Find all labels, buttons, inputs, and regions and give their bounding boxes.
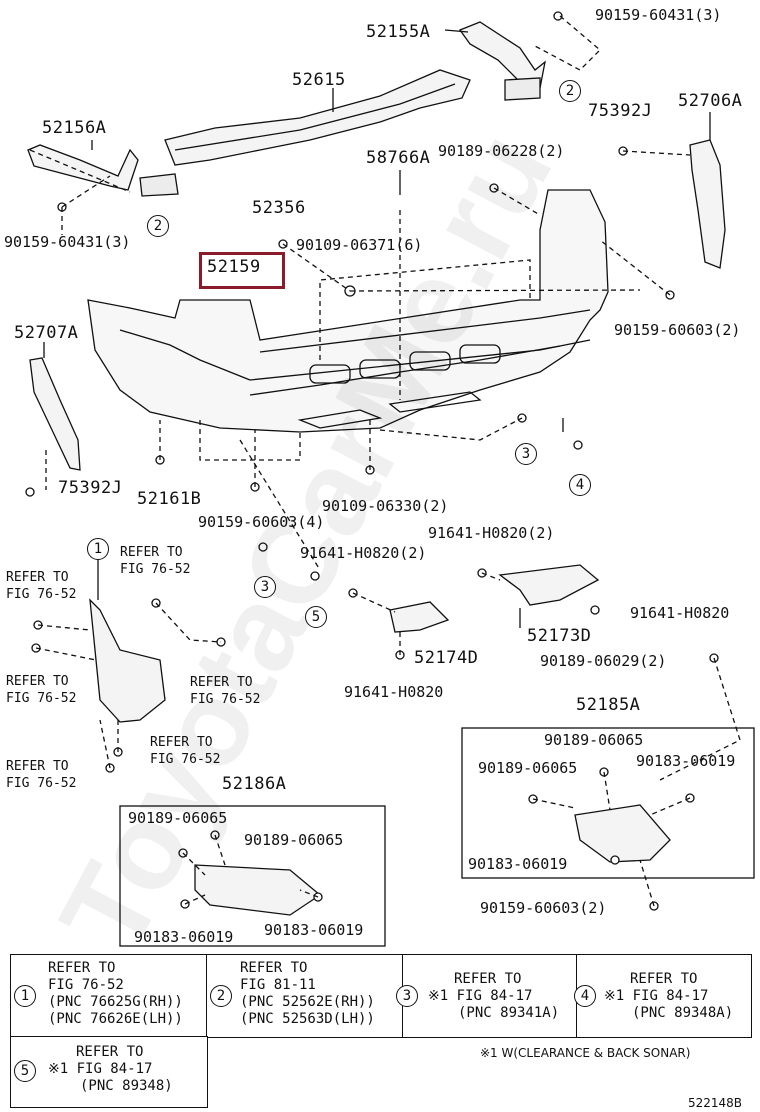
legend-number-1: 1 bbox=[14, 985, 36, 1007]
part-label-58766A[interactable]: 58766A bbox=[366, 148, 431, 168]
callout-circle-1[interactable]: 1 bbox=[87, 538, 109, 560]
figure-code: 522148B bbox=[688, 1096, 743, 1110]
legend-text-3-line3: (PNC 89341A) bbox=[458, 1005, 560, 1021]
legend-text-5-line1: REFER TO bbox=[76, 1044, 144, 1060]
legend-text-2-line3: (PNC 52562E(RH)) bbox=[240, 994, 375, 1010]
highlighted-part-box bbox=[199, 252, 285, 289]
legend-number-2: 2 bbox=[210, 985, 232, 1007]
callout-circle-3[interactable]: 3 bbox=[515, 443, 537, 465]
legend-number-3: 3 bbox=[396, 985, 418, 1007]
part-label-90159-60603-4[interactable]: 90159-60603(4) bbox=[198, 513, 325, 531]
bracket-52156A-drawing bbox=[27, 144, 139, 191]
legend-text-5-line3: (PNC 89348) bbox=[80, 1078, 173, 1094]
refer-to-label[interactable]: REFER TO bbox=[6, 674, 69, 689]
part-label-52186A[interactable]: 52186A bbox=[222, 774, 287, 794]
box-52185A bbox=[461, 727, 755, 879]
legend-text-1-line2: FIG 76-52 bbox=[48, 977, 124, 993]
part-label-52707A[interactable]: 52707A bbox=[14, 323, 79, 343]
refer-to-label[interactable]: REFER TO bbox=[6, 759, 69, 774]
part-label-90159-60431-top[interactable]: 90159-60431(3) bbox=[595, 6, 722, 24]
part-label-90109-06330[interactable]: 90109-06330(2) bbox=[322, 497, 449, 515]
refer-fig-label[interactable]: FIG 76-52 bbox=[6, 776, 77, 791]
part-label-91641-H0820-b[interactable]: 91641-H0820(2) bbox=[300, 544, 427, 562]
legend-text-4-line1: REFER TO bbox=[630, 971, 698, 987]
part-label-90183-06019-b[interactable]: 90183-06019 bbox=[468, 855, 568, 873]
part-label-75392J-bottom[interactable]: 75392J bbox=[58, 478, 123, 498]
part-label-90189-06065-d[interactable]: 90189-06065 bbox=[244, 831, 344, 849]
refer-fig-label[interactable]: FIG 76-52 bbox=[190, 692, 261, 707]
part-label-90189-06029[interactable]: 90189-06029(2) bbox=[540, 652, 667, 670]
part-label-90189-06065-a[interactable]: 90189-06065 bbox=[544, 731, 644, 749]
part-label-90183-06019-a[interactable]: 90183-06019 bbox=[636, 752, 736, 770]
part-label-52185A[interactable]: 52185A bbox=[576, 695, 641, 715]
refer-to-label[interactable]: REFER TO bbox=[120, 545, 183, 560]
part-label-91641-H0820-a[interactable]: 91641-H0820(2) bbox=[428, 524, 555, 542]
part-label-90159-60431-left[interactable]: 90159-60431(3) bbox=[4, 233, 131, 251]
refer-fig-label[interactable]: FIG 76-52 bbox=[6, 691, 77, 706]
legend-cell-3 bbox=[402, 954, 578, 1038]
part-label-90189-06065-c[interactable]: 90189-06065 bbox=[128, 809, 228, 827]
part-label-52155A[interactable]: 52155A bbox=[366, 22, 431, 42]
callout-circle-4[interactable]: 4 bbox=[569, 474, 591, 496]
callout-circle-2[interactable]: 2 bbox=[559, 80, 581, 102]
bracket-52155A-drawing bbox=[458, 21, 546, 89]
part-label-91641-H0820-bottom[interactable]: 91641-H0820 bbox=[344, 683, 444, 701]
legend-cell-4 bbox=[576, 954, 752, 1038]
part-label-90189-06228[interactable]: 90189-06228(2) bbox=[438, 142, 565, 160]
legend-number-5: 5 bbox=[14, 1060, 36, 1082]
legend-text-2-line4: (PNC 52563D(LH)) bbox=[240, 1011, 375, 1027]
bracket-52174D-drawing bbox=[389, 601, 450, 633]
legend-number-4: 4 bbox=[574, 985, 596, 1007]
callout-circle-2[interactable]: 2 bbox=[147, 215, 169, 237]
part-label-90159-60603-right[interactable]: 90159-60603(2) bbox=[614, 321, 741, 339]
part-label-52159[interactable]: 52159 bbox=[207, 257, 261, 277]
legend-cell-2 bbox=[206, 954, 404, 1038]
legend-text-4-line2: ※1 FIG 84-17 bbox=[604, 988, 709, 1004]
part-label-90183-06019-c[interactable]: 90183-06019 bbox=[134, 928, 234, 946]
part-label-52706A[interactable]: 52706A bbox=[678, 91, 743, 111]
reinforcement-52615-drawing bbox=[164, 69, 471, 166]
refer-to-label[interactable]: REFER TO bbox=[150, 735, 213, 750]
part-label-52174D[interactable]: 52174D bbox=[414, 648, 479, 668]
legend-text-1-line4: (PNC 76626E(LH)) bbox=[48, 1011, 183, 1027]
bumper-cover-52159-drawing bbox=[87, 189, 609, 433]
legend-text-2-line2: FIG 81-11 bbox=[240, 977, 316, 993]
part-label-75392J-top[interactable]: 75392J bbox=[588, 101, 653, 121]
bracket-52173D-drawing bbox=[498, 564, 600, 606]
box-52186A bbox=[119, 805, 386, 947]
legend-text-3-line1: REFER TO bbox=[454, 971, 522, 987]
refer-to-label[interactable]: REFER TO bbox=[190, 675, 253, 690]
part-label-90189-06065-b[interactable]: 90189-06065 bbox=[478, 759, 578, 777]
refer-fig-label[interactable]: FIG 76-52 bbox=[6, 587, 77, 602]
legend-text-5-line2: ※1 FIG 84-17 bbox=[48, 1061, 153, 1077]
legend-note: ※1 W(CLEARANCE & BACK SONAR) bbox=[480, 1046, 691, 1060]
legend-text-4-line3: (PNC 89348A) bbox=[632, 1005, 734, 1021]
refer-fig-label[interactable]: FIG 76-52 bbox=[150, 752, 221, 767]
part-label-52173D[interactable]: 52173D bbox=[527, 626, 592, 646]
retainer-52706A-drawing bbox=[689, 139, 726, 269]
mudguard-drawing bbox=[89, 598, 166, 723]
callout-circle-5[interactable]: 5 bbox=[305, 606, 327, 628]
part-label-52615[interactable]: 52615 bbox=[292, 70, 346, 90]
legend-text-1-line3: (PNC 76625G(RH)) bbox=[48, 994, 183, 1010]
legend-text-3-line2: ※1 FIG 84-17 bbox=[428, 988, 533, 1004]
part-label-90183-06019-d[interactable]: 90183-06019 bbox=[264, 921, 364, 939]
refer-to-label[interactable]: REFER TO bbox=[6, 570, 69, 585]
part-label-52156A[interactable]: 52156A bbox=[42, 118, 107, 138]
part-label-52356[interactable]: 52356 bbox=[252, 198, 306, 218]
legend-text-1-line1: REFER TO bbox=[48, 960, 116, 976]
legend-cell-5 bbox=[10, 1036, 208, 1108]
garnish-52707A-drawing bbox=[29, 357, 81, 471]
part-label-91641-H0820-right[interactable]: 91641-H0820 bbox=[630, 604, 730, 622]
part-label-90109-06371[interactable]: 90109-06371(6) bbox=[296, 236, 423, 254]
callout-circle-3[interactable]: 3 bbox=[254, 576, 276, 598]
part-label-90159-60603-bottom[interactable]: 90159-60603(2) bbox=[480, 899, 607, 917]
legend-text-2-line1: REFER TO bbox=[240, 960, 308, 976]
part-label-52161B[interactable]: 52161B bbox=[137, 489, 202, 509]
refer-fig-label[interactable]: FIG 76-52 bbox=[120, 562, 191, 577]
